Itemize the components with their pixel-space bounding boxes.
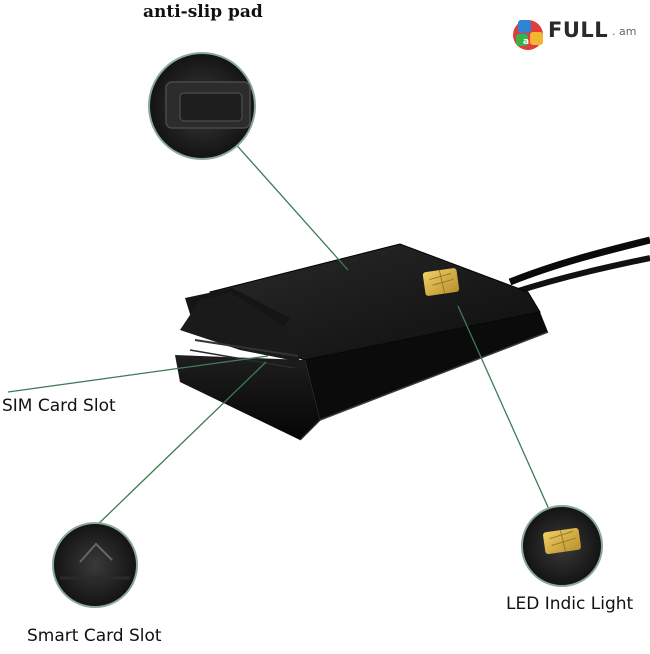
brand-logo: FULL . am bbox=[512, 14, 642, 54]
led-light-zoom bbox=[521, 505, 603, 587]
callout-lines bbox=[7, 139, 553, 531]
smart-card-slot-zoom bbox=[52, 522, 138, 608]
logo-icon: a bbox=[513, 20, 543, 50]
sim-card-slot-label: SIM Card Slot bbox=[2, 396, 116, 416]
card-reader-device bbox=[175, 243, 549, 441]
logo-text: FULL bbox=[548, 18, 609, 42]
svg-text:a: a bbox=[523, 37, 529, 47]
smart-card-slot-label: Smart Card Slot bbox=[27, 626, 162, 646]
anti-slip-pad-zoom bbox=[148, 52, 256, 160]
logo-suffix: . am bbox=[612, 25, 637, 38]
card-chip bbox=[422, 268, 460, 296]
anti-slip-pad-label: anti-slip pad bbox=[143, 2, 263, 22]
usb-cable bbox=[508, 236, 650, 295]
led-indicator-label: LED Indic Light bbox=[506, 594, 634, 614]
